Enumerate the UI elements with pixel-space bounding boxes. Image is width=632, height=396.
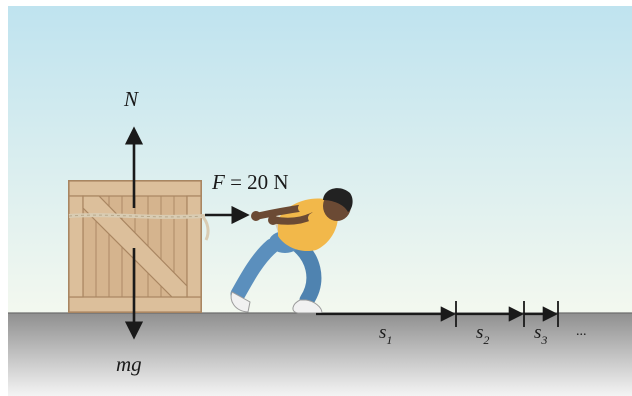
person-pulling-icon: [230, 188, 353, 314]
normal-force-label: N: [123, 87, 139, 111]
displacement-label-s3: s3: [534, 322, 547, 347]
displacement-label-s1: s1: [379, 322, 392, 347]
s1-base: s: [379, 322, 386, 343]
force-symbol: F: [211, 170, 225, 194]
s2-subscript: 2: [483, 333, 489, 347]
ellipsis-label: ...: [576, 324, 587, 339]
s1-subscript: 1: [386, 333, 392, 347]
weight-label: mg: [116, 352, 142, 376]
s3-subscript: 3: [540, 333, 547, 347]
ground: [8, 313, 632, 396]
s2-base: s: [476, 322, 483, 343]
s3-base: s: [534, 322, 541, 343]
displacement-label-s2: s2: [476, 322, 489, 347]
applied-force-label: F = 20 N: [211, 170, 289, 194]
force-value: = 20 N: [225, 170, 289, 194]
